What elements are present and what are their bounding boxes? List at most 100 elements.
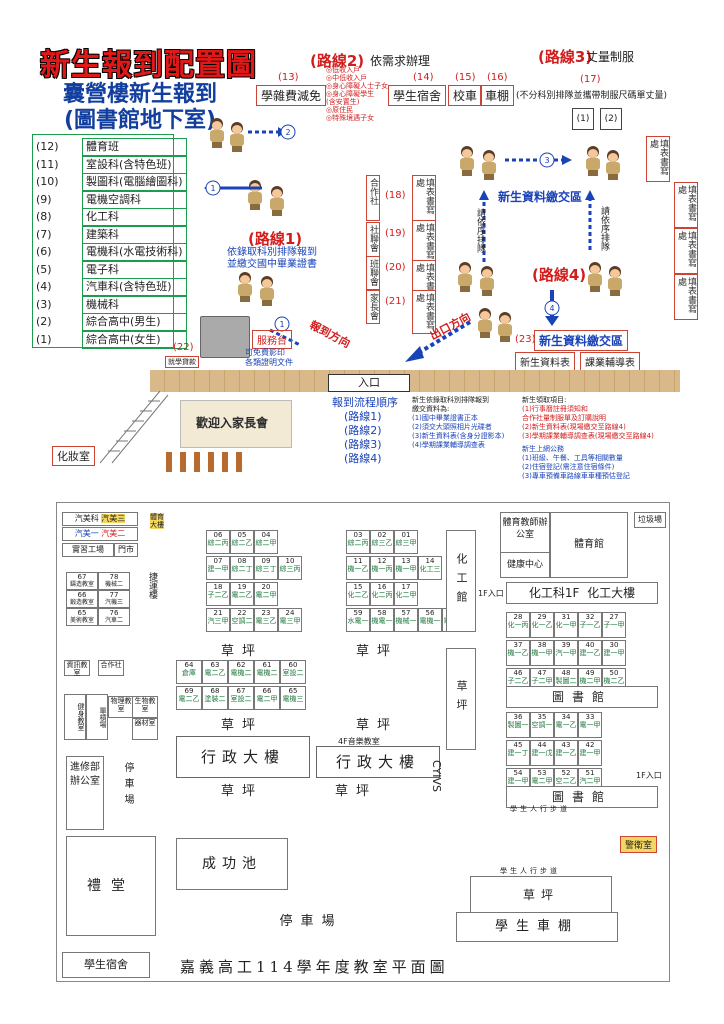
person-part [482, 162, 496, 174]
person-part [480, 278, 494, 290]
person-part [590, 265, 600, 274]
classroom-label: 電二乙 [231, 591, 253, 599]
staircase [100, 390, 169, 464]
tuition-reduction-station: 學雜費減免 [256, 85, 327, 106]
classroom-label: 室設二 [230, 695, 252, 703]
classroom-label: 汽二甲 [579, 777, 601, 785]
person-part [460, 158, 474, 170]
route1-desc-line1: 依錄取科別排隊報到 [227, 247, 317, 258]
admin-building-2: 行政大樓 [316, 746, 440, 778]
classroom-number: 37 [513, 641, 523, 649]
person-part [500, 315, 510, 324]
person-icon [258, 276, 276, 306]
classroom-number: 22 [237, 609, 247, 617]
service-desk: 服務台 [252, 330, 292, 349]
person-icon [228, 122, 246, 152]
person-part [484, 174, 494, 180]
classroom-number: 18 [213, 583, 223, 591]
classroom-number: 32 [585, 613, 595, 621]
classroom-number: 44 [537, 741, 547, 749]
classroom-label: 倉庫 [182, 669, 196, 677]
lawn-vertical: 草坪 [446, 648, 476, 750]
classroom-number: 13 [401, 557, 411, 565]
form-desk-21: 填表書寫處 [412, 290, 436, 334]
svg-text:1: 1 [210, 184, 215, 193]
online-item: (3)專車預備車路線車車種預估登記 [522, 472, 630, 480]
right-note-item: (3)學期課業輔導調查表(現場繳交至路線4) [522, 432, 654, 440]
entrance[interactable]: 入口 [328, 374, 410, 392]
department-item: (1)綜合高中(女生) [36, 330, 187, 349]
form-desk-r3: 填表書寫處 [674, 228, 698, 274]
equipment-room: 器材室 [132, 718, 158, 740]
classroom-number: 45 [513, 741, 523, 749]
side-room-label: 美術教室 [69, 617, 94, 624]
success-pool: 成功池 [176, 838, 288, 890]
library-2: 圖書館 [506, 786, 658, 808]
classroom-label: 電機一 [419, 617, 441, 625]
info-room: 資訊教室 [64, 660, 90, 677]
side-room-label: 機械二 [104, 581, 123, 588]
classroom-number: 48 [561, 669, 571, 677]
classroom-label: 電二乙 [204, 669, 226, 677]
person-part [232, 125, 242, 134]
person-part [608, 153, 618, 162]
person-part [248, 192, 262, 204]
person-icon [458, 146, 476, 176]
bike-lawn: 草坪 [470, 876, 612, 914]
subtitle-line1: 囊營樓新生報到 [62, 82, 217, 107]
classroom-number: 33 [585, 713, 595, 721]
person-icon [478, 266, 496, 296]
classroom-label: 機一丙 [371, 565, 393, 573]
classroom-label: 子一乙 [579, 621, 601, 629]
classroom-number: 27 [609, 613, 619, 621]
mid-note-item: (4)學期課業輔導調查表 [412, 441, 485, 449]
flow-order: 報到流程順序 (路線1)(路線2)(路線3)(路線4) [332, 396, 398, 466]
department-number: (5) [36, 262, 52, 276]
side-room-number: 78 [109, 573, 119, 581]
classroom-label: 電機二 [256, 669, 278, 677]
subtitle: 囊營樓新生報到 (圖書館地下室) [40, 82, 240, 134]
tuition-note: ◎原住民 [326, 106, 354, 114]
queue-note-2: 請依序排隊 [599, 206, 609, 251]
flow-step: (路線1) [344, 410, 382, 423]
classroom-label: 化一乙 [531, 621, 553, 629]
classroom-label: 電三甲 [279, 617, 301, 625]
classroom-label: 化二乙 [347, 591, 369, 599]
classroom-label: 室設二 [282, 669, 304, 677]
classroom-number: 51 [585, 769, 595, 777]
classroom-label: 機二甲 [579, 677, 601, 685]
department-number: (3) [36, 297, 52, 311]
classroom-label: 電二甲 [255, 591, 277, 599]
classroom-label: 綜二丁 [231, 565, 253, 573]
flow-steps: (路線1)(路線2)(路線3)(路線4) [332, 410, 398, 466]
walkway-2: 學生人行步道 [500, 867, 560, 875]
person-icon [268, 186, 286, 216]
classroom-label: 電一乙 [555, 721, 577, 729]
classroom-number: 35 [537, 713, 547, 721]
online-title: 新生上網公務 [522, 445, 564, 453]
chem-dept-label: 化工科1F [528, 586, 580, 600]
class-assoc-station: 班聯會 [366, 256, 380, 290]
auto-class-3: 汽美三 [101, 514, 126, 523]
classroom-label: 空二乙 [555, 777, 577, 785]
classroom-number: 04 [261, 531, 271, 539]
classroom-number: 63 [210, 661, 220, 669]
side-room-label: 汽車二 [104, 617, 123, 624]
right-notes: 新生領取項目: (1)行事曆註冊須知和合作社量制服單及訂購說明(2)新生資料表(… [522, 396, 702, 481]
